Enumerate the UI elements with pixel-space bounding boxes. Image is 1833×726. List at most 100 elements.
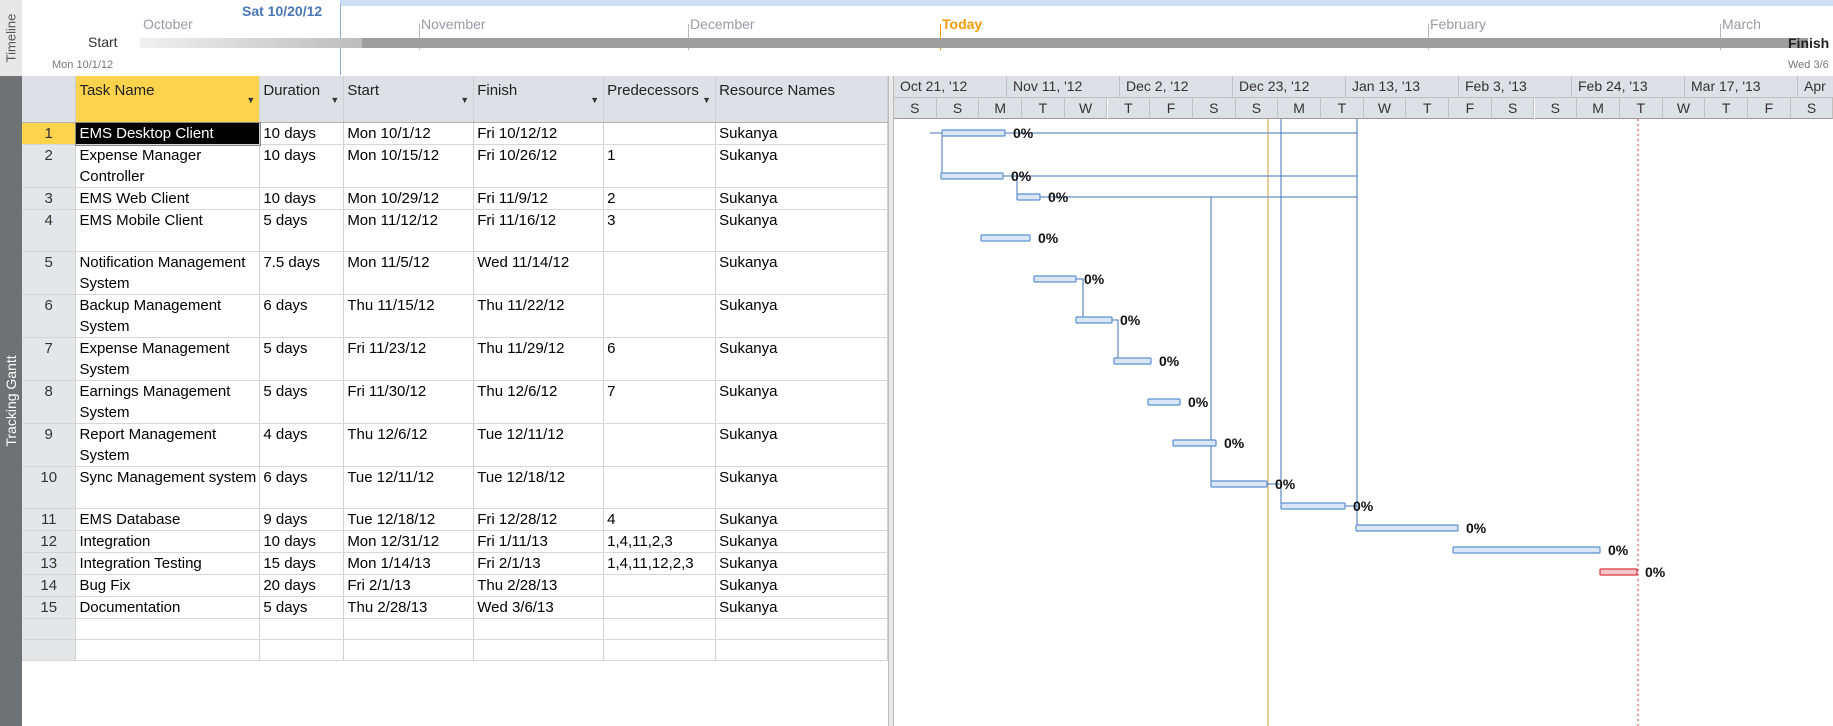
- task-bar[interactable]: [1355, 524, 1459, 532]
- cell-res[interactable]: Sukanya: [715, 552, 888, 575]
- row-id[interactable]: 14: [22, 574, 77, 597]
- cell-duration[interactable]: 5 days: [259, 380, 345, 424]
- task-bar[interactable]: [1113, 357, 1152, 365]
- cell-pred[interactable]: 4: [603, 508, 717, 531]
- row-id[interactable]: 9: [22, 423, 77, 467]
- cell-name[interactable]: EMS Web Client: [75, 187, 261, 210]
- timeline-visible-range[interactable]: [340, 0, 1833, 75]
- cell-duration[interactable]: 10 days: [259, 122, 345, 145]
- cell-finish[interactable]: Fri 2/1/13: [473, 552, 605, 575]
- empty-cell[interactable]: [715, 618, 888, 640]
- task-bar[interactable]: [1210, 480, 1268, 488]
- row-id[interactable]: 1: [22, 122, 77, 145]
- cell-name[interactable]: Documentation: [75, 596, 261, 619]
- task-bar[interactable]: [1599, 568, 1638, 576]
- task-bar[interactable]: [1033, 275, 1077, 283]
- cell-res[interactable]: Sukanya: [715, 466, 888, 509]
- gantt-bars-area[interactable]: 0%0%0%0%0%0%0%0%0%0%0%0%0%0%0%: [894, 119, 1833, 726]
- cell-name[interactable]: Earnings Management System: [75, 380, 261, 424]
- row-id[interactable]: 11: [22, 508, 77, 531]
- cell-finish[interactable]: Fri 11/16/12: [473, 209, 605, 252]
- cell-name[interactable]: Bug Fix: [75, 574, 261, 597]
- cell-start[interactable]: Fri 11/23/12: [343, 337, 475, 381]
- row-id[interactable]: 6: [22, 294, 77, 338]
- split-divider[interactable]: [888, 76, 894, 726]
- cell-res[interactable]: Sukanya: [715, 294, 888, 338]
- cell-pred[interactable]: [603, 466, 717, 509]
- empty-cell[interactable]: [715, 639, 888, 661]
- cell-pred[interactable]: [603, 294, 717, 338]
- cell-name[interactable]: Integration: [75, 530, 261, 553]
- cell-start[interactable]: Thu 12/6/12: [343, 423, 475, 467]
- cell-name[interactable]: Backup Management System: [75, 294, 261, 338]
- select-all-corner[interactable]: [22, 76, 77, 123]
- cell-start[interactable]: Mon 12/31/12: [343, 530, 475, 553]
- row-id[interactable]: 15: [22, 596, 77, 619]
- cell-duration[interactable]: 5 days: [259, 209, 345, 252]
- cell-start[interactable]: Fri 11/30/12: [343, 380, 475, 424]
- cell-name[interactable]: Sync Management system: [75, 466, 261, 509]
- cell-pred[interactable]: [603, 122, 717, 145]
- cell-duration[interactable]: 20 days: [259, 574, 345, 597]
- cell-finish[interactable]: Fri 10/26/12: [473, 144, 605, 188]
- cell-finish[interactable]: Fri 1/11/13: [473, 530, 605, 553]
- task-bar[interactable]: [1280, 502, 1346, 510]
- filter-dropdown-icon[interactable]: ▼: [330, 95, 340, 105]
- task-bar[interactable]: [940, 172, 1004, 180]
- cell-pred[interactable]: 6: [603, 337, 717, 381]
- cell-start[interactable]: Mon 11/12/12: [343, 209, 475, 252]
- cell-pred[interactable]: [603, 251, 717, 295]
- cell-finish[interactable]: Fri 11/9/12: [473, 187, 605, 210]
- row-id[interactable]: [22, 618, 77, 640]
- empty-cell[interactable]: [473, 618, 605, 640]
- cell-start[interactable]: Thu 2/28/13: [343, 596, 475, 619]
- cell-finish[interactable]: Thu 11/29/12: [473, 337, 605, 381]
- cell-finish[interactable]: Wed 3/6/13: [473, 596, 605, 619]
- row-id[interactable]: 5: [22, 251, 77, 295]
- cell-start[interactable]: Thu 11/15/12: [343, 294, 475, 338]
- cell-duration[interactable]: 5 days: [259, 596, 345, 619]
- cell-name[interactable]: EMS Mobile Client: [75, 209, 261, 252]
- row-id[interactable]: [22, 639, 77, 661]
- cell-res[interactable]: Sukanya: [715, 530, 888, 553]
- cell-res[interactable]: Sukanya: [715, 251, 888, 295]
- cell-name[interactable]: Notification Management System: [75, 251, 261, 295]
- cell-start[interactable]: Mon 10/1/12: [343, 122, 475, 145]
- empty-cell[interactable]: [75, 639, 261, 661]
- task-bar[interactable]: [1075, 316, 1113, 324]
- cell-start[interactable]: Mon 11/5/12: [343, 251, 475, 295]
- task-bar[interactable]: [1452, 546, 1601, 554]
- empty-cell[interactable]: [75, 618, 261, 640]
- cell-res[interactable]: Sukanya: [715, 508, 888, 531]
- empty-cell[interactable]: [259, 618, 345, 640]
- cell-duration[interactable]: 4 days: [259, 423, 345, 467]
- cell-finish[interactable]: Fri 12/28/12: [473, 508, 605, 531]
- cell-pred[interactable]: [603, 423, 717, 467]
- row-id[interactable]: 8: [22, 380, 77, 424]
- cell-pred[interactable]: 1,4,11,12,2,3: [603, 552, 717, 575]
- filter-dropdown-icon[interactable]: ▼: [246, 95, 256, 105]
- empty-row[interactable]: [22, 639, 888, 661]
- column-header-finish[interactable]: Finish▼: [473, 76, 605, 123]
- column-header-start[interactable]: Start▼: [343, 76, 475, 123]
- cell-pred[interactable]: 1,4,11,2,3: [603, 530, 717, 553]
- filter-dropdown-icon[interactable]: ▼: [702, 95, 712, 105]
- cell-finish[interactable]: Tue 12/18/12: [473, 466, 605, 509]
- cell-duration[interactable]: 5 days: [259, 337, 345, 381]
- row-id[interactable]: 7: [22, 337, 77, 381]
- cell-duration[interactable]: 10 days: [259, 187, 345, 210]
- cell-name[interactable]: EMS Database: [75, 508, 261, 531]
- task-grid[interactable]: Task Name▼ Duration▼ Start▼ Finish▼ Pred…: [22, 76, 888, 726]
- empty-cell[interactable]: [603, 618, 717, 640]
